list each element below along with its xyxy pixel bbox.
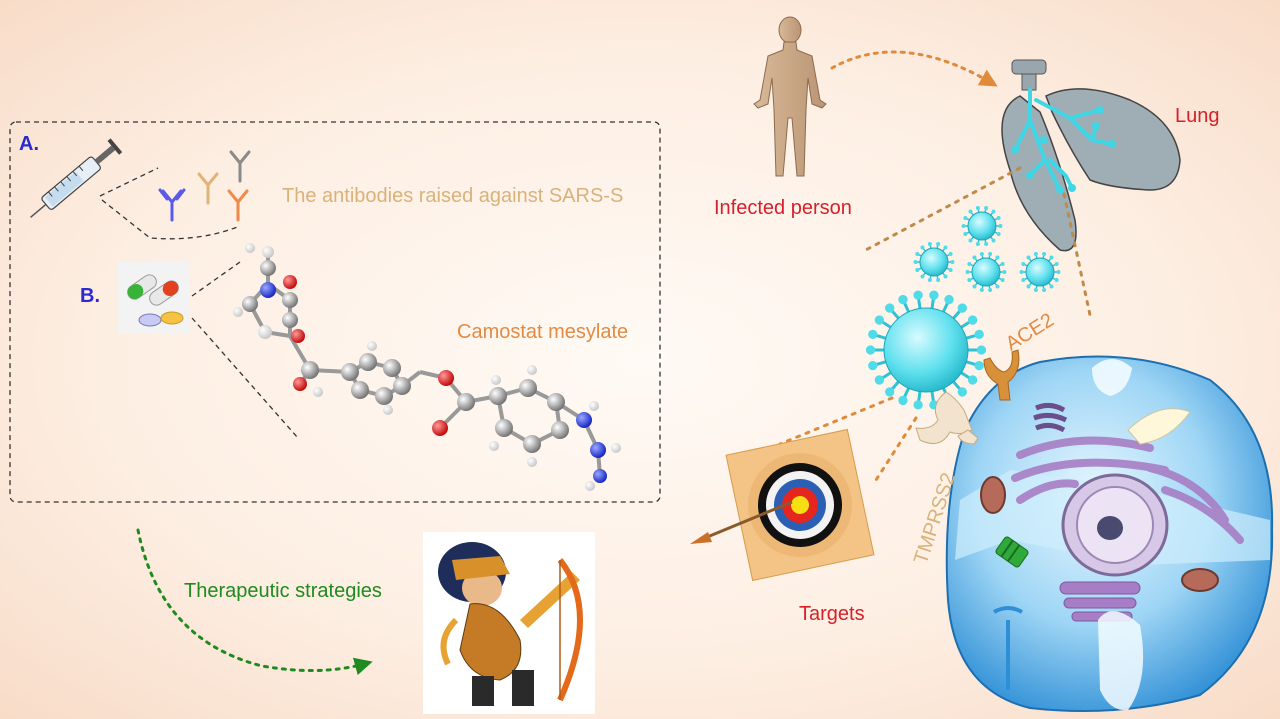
virus-large-icon xyxy=(865,290,987,410)
infection-arrow xyxy=(830,50,998,87)
virus-small xyxy=(965,251,1007,293)
camostat-label: Camostat mesylate xyxy=(457,321,629,343)
tmprss2-receptor-icon xyxy=(915,391,979,445)
virus-small xyxy=(913,241,955,283)
therapeutic-arrow xyxy=(136,528,373,676)
cell-icon xyxy=(945,355,1274,713)
target-lines xyxy=(778,396,918,482)
antibody-callout-lines xyxy=(99,167,241,240)
therapeutic-strategies-label: Therapeutic strategies xyxy=(184,580,382,602)
virus-small xyxy=(961,205,1003,247)
syringe-icon xyxy=(30,138,123,218)
lung-label: Lung xyxy=(1175,105,1220,127)
ace2-receptor-icon xyxy=(983,349,1020,401)
human-figure-icon xyxy=(753,16,827,177)
antibody-icon xyxy=(158,150,251,222)
panel-label-b: B. xyxy=(80,285,100,307)
infected-person-label: Infected person xyxy=(714,197,852,219)
lung-cell-lines xyxy=(860,166,1092,317)
archer-icon xyxy=(423,532,595,714)
virus-large xyxy=(865,290,987,410)
molecule-icon xyxy=(248,252,602,477)
molecule-callout-lines xyxy=(191,261,299,439)
molecule-atoms xyxy=(233,243,621,491)
virus-small xyxy=(1019,251,1061,293)
panel-label-a: A. xyxy=(19,133,39,155)
pill-icon xyxy=(118,262,190,334)
lung-icon xyxy=(1001,59,1181,252)
strategies-panel-box xyxy=(9,121,661,503)
target-icon xyxy=(690,428,875,582)
virus-icon xyxy=(913,205,1061,293)
targets-label: Targets xyxy=(799,603,865,625)
antibodies-label: The antibodies raised against SARS-S xyxy=(282,185,624,207)
